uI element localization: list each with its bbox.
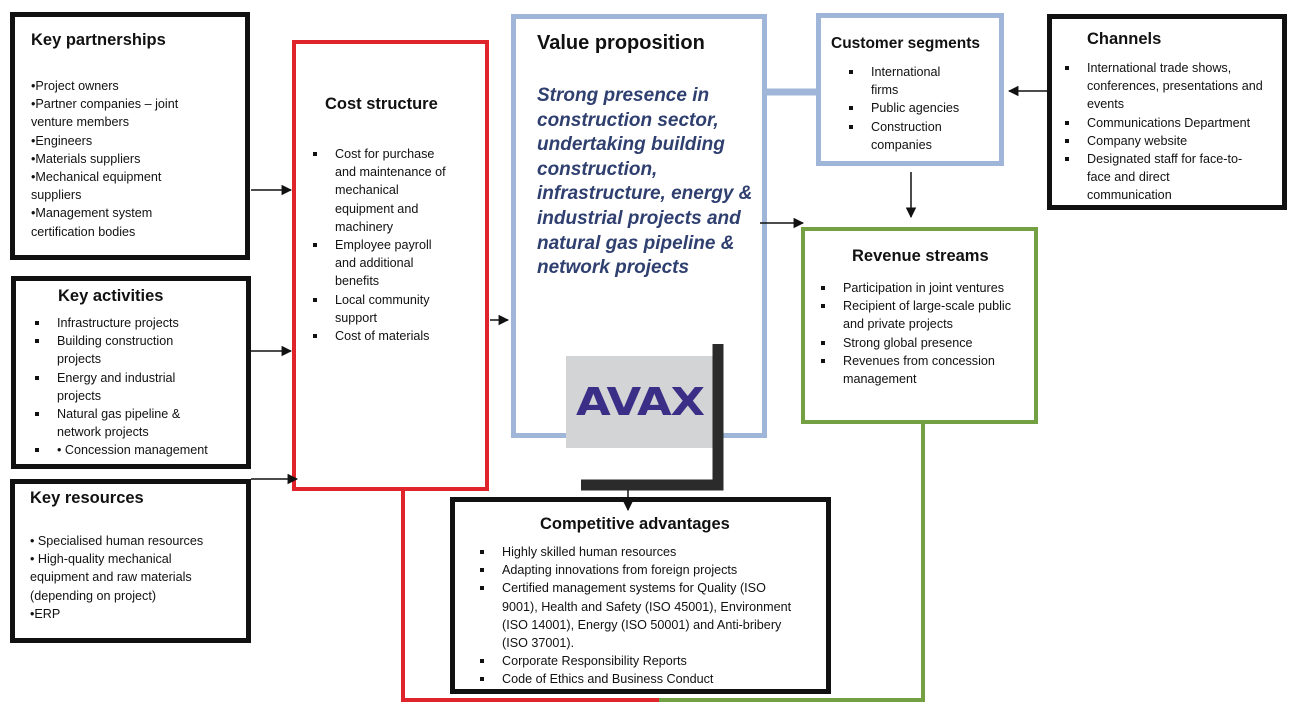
competitive-advantages-title: Competitive advantages <box>540 515 730 533</box>
list-item: Strong global presence <box>817 334 1032 352</box>
cost-structure-box <box>292 40 489 491</box>
key-partnerships-list: •Project owners •Partner companies – joi… <box>31 77 178 241</box>
cost-structure-title: Cost structure <box>325 95 438 113</box>
list-item: • Concession management <box>31 441 231 459</box>
list-item: Cost of materials <box>309 327 479 345</box>
revenue-streams-list: Participation in joint ventures Recipien… <box>817 279 1032 388</box>
cost-loop-line <box>401 488 659 702</box>
list-item: Participation in joint ventures <box>817 279 1032 297</box>
list-item: suppliers <box>31 188 82 203</box>
list-item: Adapting innovations from foreign projec… <box>476 561 821 579</box>
list-item: Communications Department <box>1061 114 1276 132</box>
list-item: •Engineers <box>31 133 93 148</box>
key-resources-list: • Specialised human resources • High-qua… <box>30 532 203 623</box>
value-proposition-statement: Strong presence in construction sector, … <box>537 85 753 279</box>
cost-structure-list: Cost for purchase and maintenance of mec… <box>309 145 479 345</box>
list-item: Corporate Responsibility Reports <box>476 652 821 670</box>
list-item: Company website <box>1061 132 1276 150</box>
revenue-streams-title: Revenue streams <box>852 247 989 265</box>
list-item: •ERP <box>30 606 61 621</box>
revenue-loop-line <box>659 423 925 702</box>
list-item: Certified management systems for Quality… <box>476 579 802 652</box>
customer-segments-title: Customer segments <box>831 35 981 52</box>
list-item: •Partner companies – joint <box>31 97 179 112</box>
list-item: Construction companies <box>845 118 956 154</box>
key-activities-list: Infrastructure projects Building constru… <box>31 314 231 460</box>
key-activities-title: Key activities <box>58 287 164 305</box>
list-item: Code of Ethics and Business Conduct <box>476 670 821 688</box>
list-item: International trade shows, conferences, … <box>1061 59 1267 114</box>
key-resources-box <box>10 479 251 643</box>
avax-logo-text: AVAX <box>576 380 705 424</box>
channels-title: Channels <box>1087 30 1162 48</box>
list-item: •Mechanical equipment <box>31 170 162 185</box>
list-item: •Materials suppliers <box>31 151 141 166</box>
list-item: •Project owners <box>31 79 119 93</box>
list-item: Energy and industrial projects <box>31 369 197 405</box>
key-partnerships-title: Key partnerships <box>31 31 166 49</box>
key-partnerships-box <box>10 12 250 260</box>
key-resources-title: Key resources <box>30 489 144 507</box>
list-item: Highly skilled human resources <box>476 543 821 561</box>
list-item: • Specialised human resources <box>30 534 204 548</box>
list-item: (depending on project) <box>30 588 157 603</box>
list-item: Public agencies <box>845 99 985 117</box>
list-item: Infrastructure projects <box>31 314 231 332</box>
list-item: Natural gas pipeline & network projects <box>31 405 207 441</box>
competitive-advantages-list: Highly skilled human resources Adapting … <box>476 543 821 689</box>
logo-bracket <box>581 344 724 491</box>
list-item: International firms <box>845 63 956 99</box>
channels-box <box>1047 14 1287 210</box>
customer-segments-box <box>816 13 1004 166</box>
channels-list: International trade shows, conferences, … <box>1061 59 1276 205</box>
list-item: Local community support <box>309 291 455 327</box>
list-item: Revenues from concession management <box>817 352 1013 388</box>
competitive-advantages-box <box>450 497 831 694</box>
revenue-streams-box <box>801 227 1038 424</box>
list-item: Building construction projects <box>31 332 197 368</box>
list-item: Employee payroll and additional benefits <box>309 236 455 291</box>
list-item: •Management system <box>31 206 153 221</box>
key-activities-box <box>11 276 251 469</box>
avax-logo: AVAX <box>566 356 714 448</box>
list-item: equipment and raw materials <box>30 570 192 585</box>
value-proposition-title: Value proposition <box>537 32 705 54</box>
list-item: Designated staff for face-to-face and di… <box>1061 150 1257 205</box>
list-item: • High-quality mechanical <box>30 552 172 567</box>
list-item: Recipient of large-scale public and priv… <box>817 297 1033 333</box>
customer-segments-list: International firms Public agencies Cons… <box>845 63 985 154</box>
list-item: venture members <box>31 115 129 130</box>
list-item: Cost for purchase and maintenance of mec… <box>309 145 455 236</box>
list-item: certification bodies <box>31 224 136 239</box>
